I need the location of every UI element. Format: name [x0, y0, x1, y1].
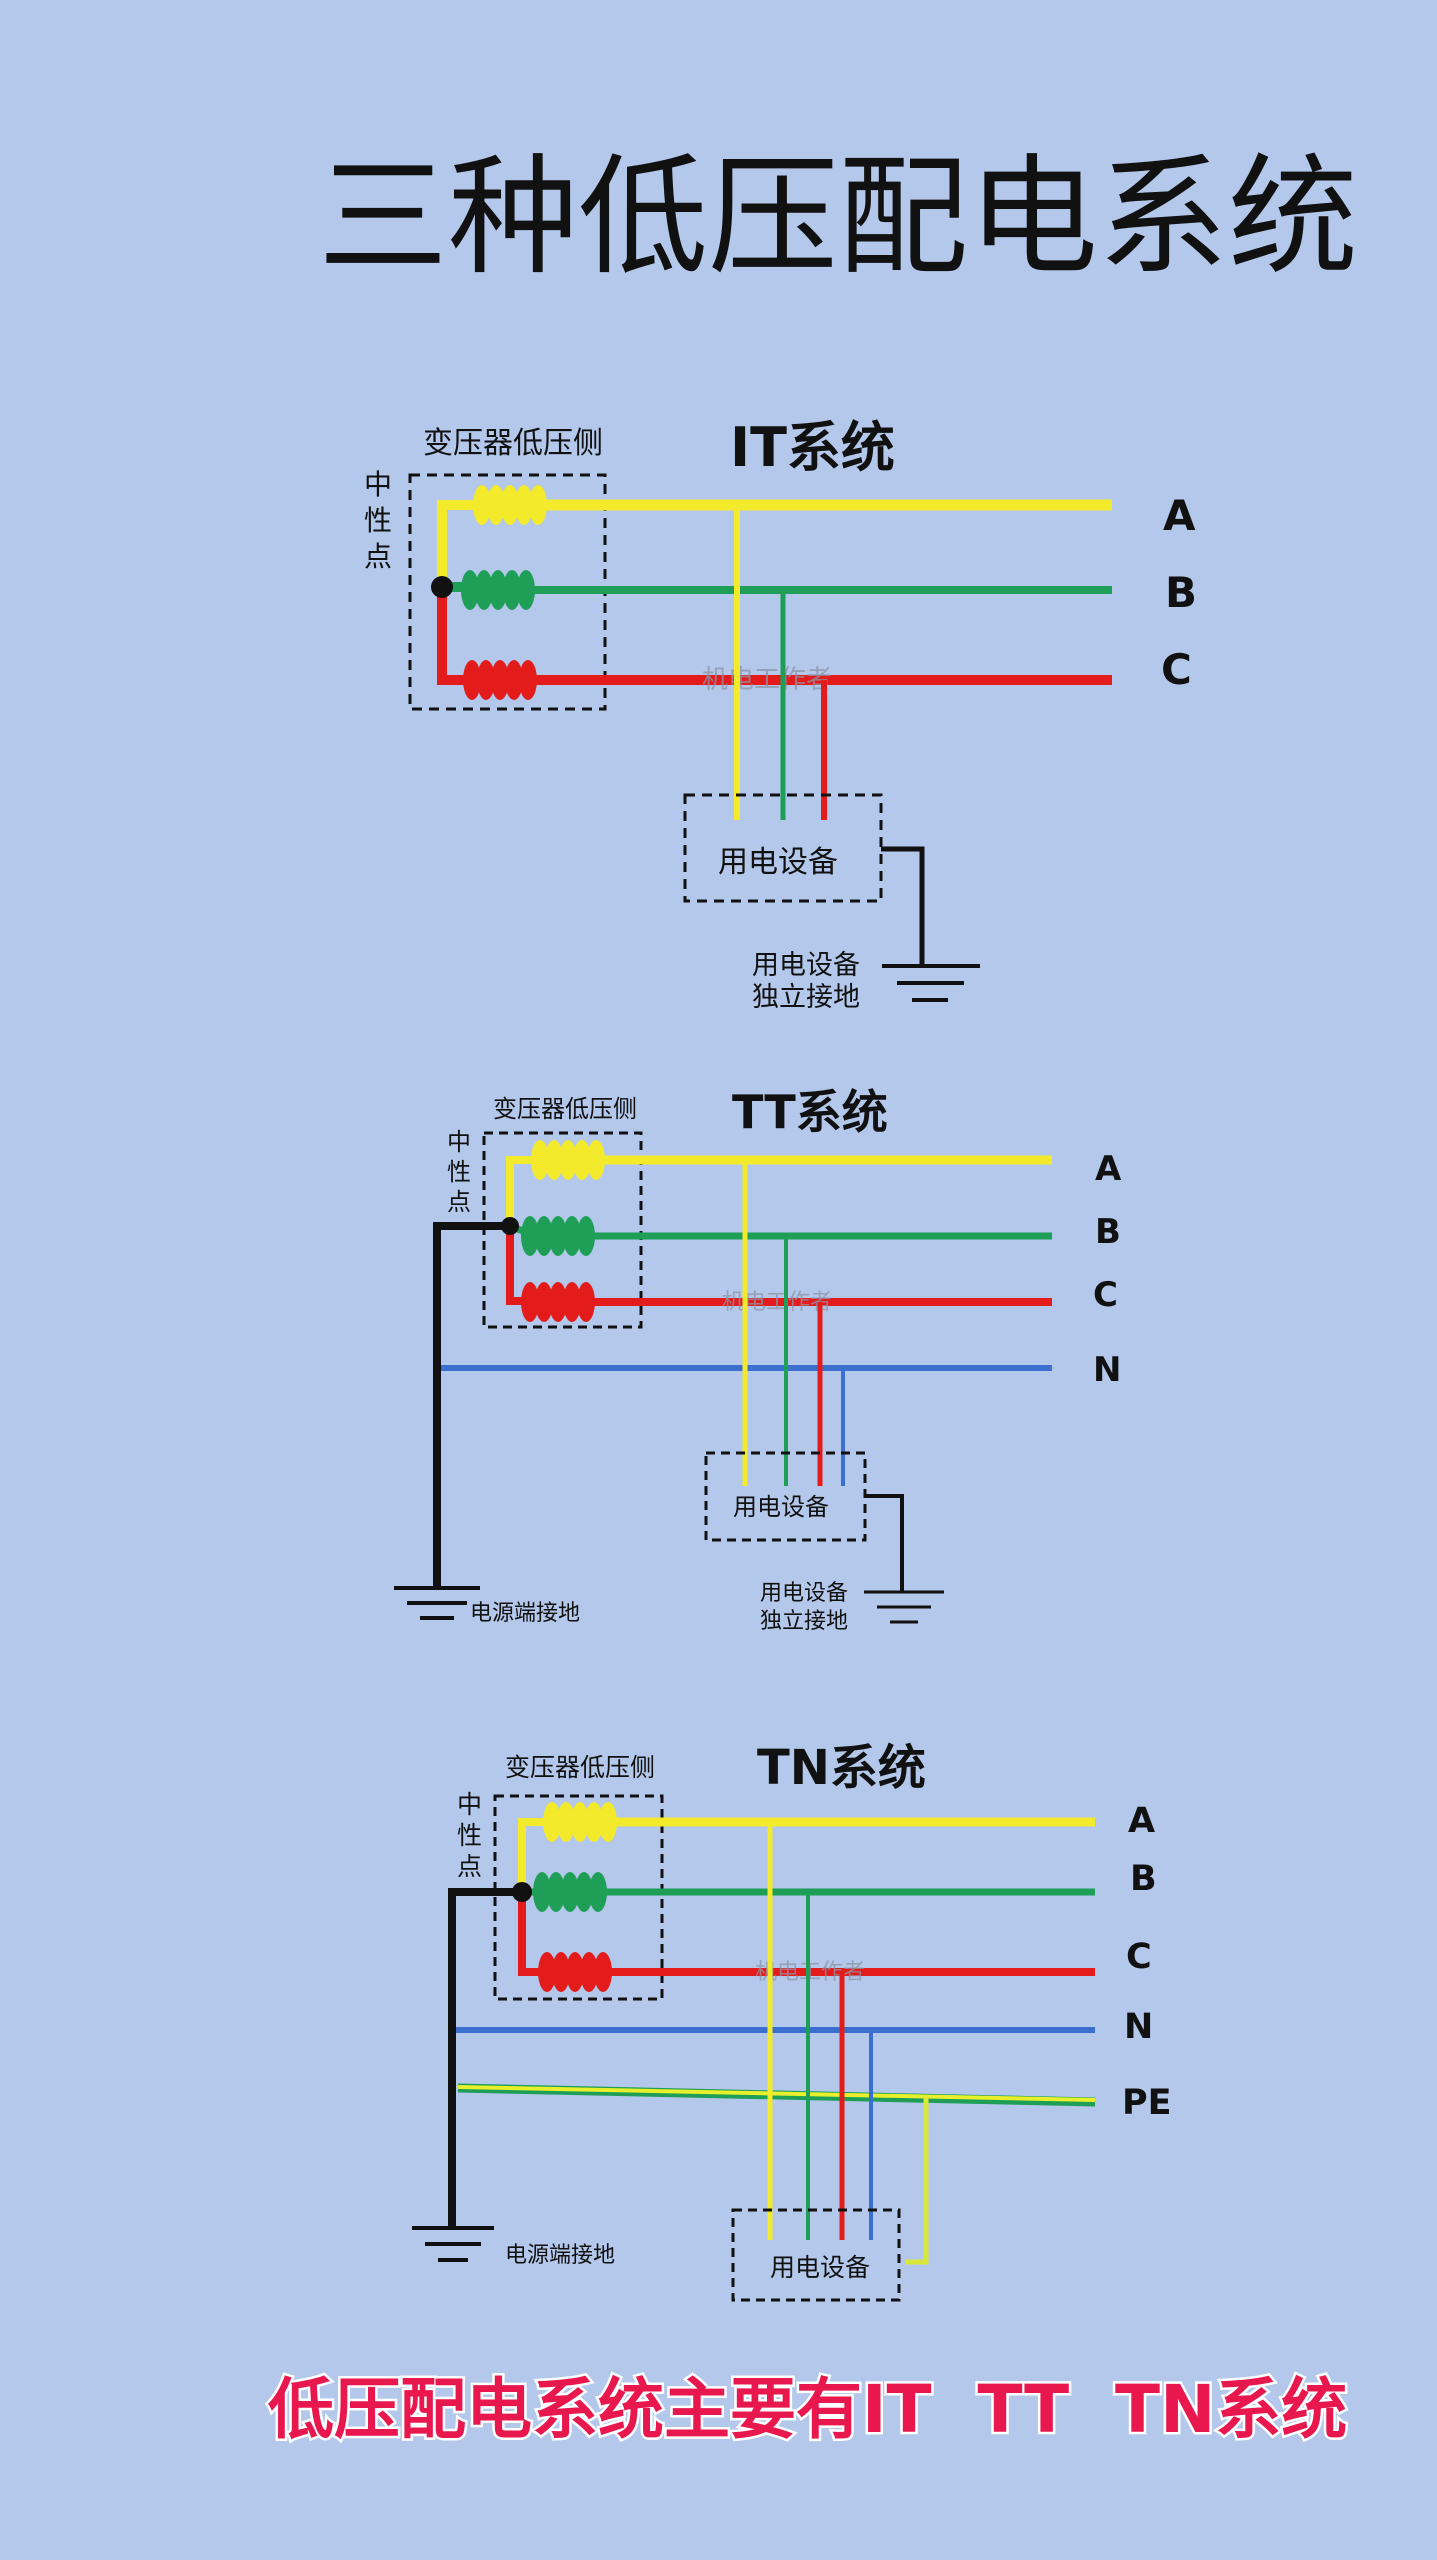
tn-source-ground-label: 电源端接地	[505, 2243, 615, 2268]
tn-watermark: 机电工作者	[755, 1960, 865, 1985]
tt-source-ground-wire	[433, 1222, 510, 1588]
tn-line-label-c: C	[1126, 1937, 1152, 1977]
it-line-label-b: B	[1165, 568, 1197, 617]
tt-watermark: 机电工作者	[722, 1290, 832, 1315]
tn-line-label-pe: PE	[1122, 2083, 1172, 2123]
tn-tap-pe	[905, 2097, 929, 2265]
tt-line-label-c: C	[1093, 1275, 1118, 1315]
tn-transformer-box	[493, 1794, 664, 2001]
it-equipment-ground-label-2: 独立接地	[752, 982, 860, 1013]
tt-line-label-a: A	[1095, 1149, 1122, 1189]
it-neutral-point	[431, 576, 453, 598]
tt-source-ground-label: 电源端接地	[470, 1601, 580, 1626]
it-line-label-a: A	[1163, 491, 1196, 540]
tn-transformer-label: 变压器低压侧	[505, 1753, 655, 1782]
it-neutral-point-label-2: 性	[364, 504, 392, 537]
tn-system-title: TN系统	[757, 1740, 926, 1796]
tn-source-ground-wire	[448, 1888, 522, 2228]
it-watermark: 机电工作者	[702, 665, 832, 695]
it-neutral-point-label-1: 中	[364, 468, 392, 501]
tn-equipment-label: 用电设备	[770, 2253, 870, 2282]
tn-neutral-point	[512, 1882, 532, 1902]
it-equipment-box	[683, 793, 883, 903]
tt-equipment-ground-wire	[865, 1494, 904, 1592]
tn-line-label-b: B	[1130, 1859, 1157, 1899]
it-line-label-c: C	[1161, 645, 1192, 694]
it-neutral-point-label-3: 点	[364, 540, 392, 573]
it-transformer-label: 变压器低压侧	[423, 426, 603, 461]
tt-equipment-ground-label-1: 用电设备	[760, 1581, 848, 1606]
footer-caption: 低压配电系统主要有IT TT TN系统	[268, 2371, 1347, 2448]
tt-neutral-point	[501, 1217, 519, 1235]
tn-neutral-point-label-2: 性	[457, 1821, 482, 1850]
tt-equipment-label: 用电设备	[733, 1493, 829, 1521]
tt-line-label-n: N	[1093, 1350, 1121, 1390]
tn-equipment-box	[731, 2208, 901, 2302]
tn-system-diagram: TN系统 变压器低压侧 中 性 点 电源端接地 机电工作者	[412, 1740, 1172, 2302]
tn-line-label-a: A	[1128, 1801, 1155, 1841]
it-system-diagram: IT系统 变压器低压侧 中 性 点 机电工作者 用电设备 用电设备	[364, 416, 1197, 1013]
tt-neutral-point-label-2: 性	[447, 1158, 471, 1186]
it-equipment-label: 用电设备	[718, 845, 838, 880]
tn-neutral-point-label-1: 中	[457, 1790, 482, 1819]
it-equipment-ground-wire	[881, 846, 925, 966]
tt-equipment-ground-label-2: 独立接地	[760, 1609, 848, 1634]
tt-neutral-point-label-1: 中	[447, 1128, 471, 1156]
page-title: 三种低压配电系统	[318, 141, 1358, 293]
it-equipment-ground-label-1: 用电设备	[752, 950, 860, 981]
tt-line-label-b: B	[1095, 1212, 1121, 1252]
tt-neutral-point-label-3: 点	[447, 1188, 471, 1216]
tn-line-pe-yellow	[457, 2085, 1096, 2102]
tt-system-diagram: TT系统 变压器低压侧 中 性 点 电源端接地 机电工作者 用电设备	[394, 1085, 1122, 1634]
it-system-title: IT系统	[730, 416, 895, 479]
tt-system-title: TT系统	[732, 1085, 888, 1139]
tn-line-label-n: N	[1124, 2007, 1153, 2047]
tn-neutral-point-label-3: 点	[457, 1852, 482, 1881]
tt-transformer-label: 变压器低压侧	[493, 1095, 637, 1123]
